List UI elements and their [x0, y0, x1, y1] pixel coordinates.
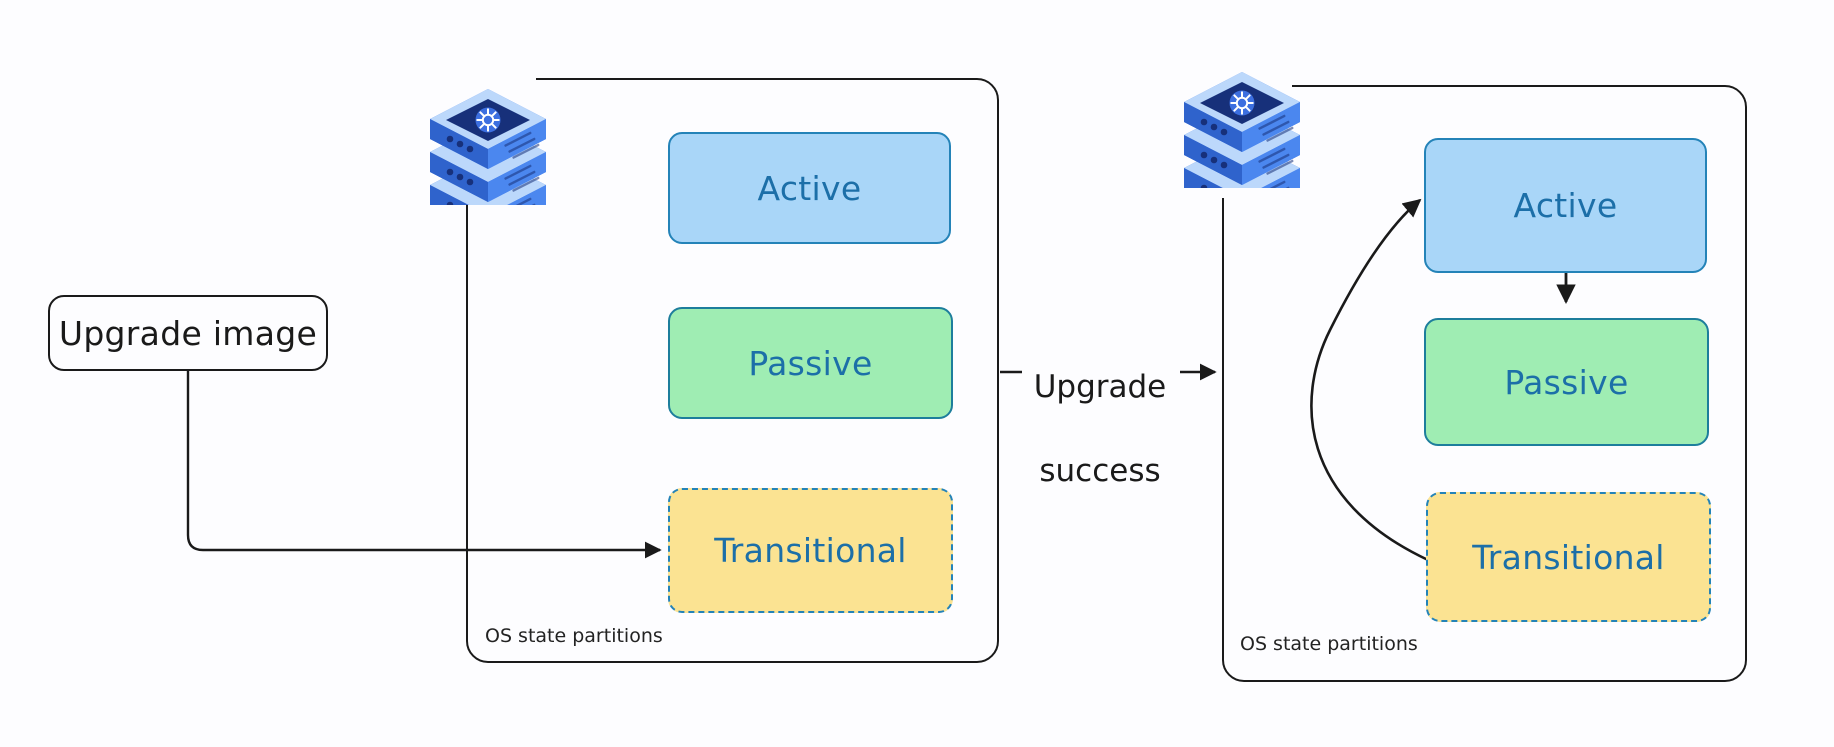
upgrade-image-node[interactable]: Upgrade image	[48, 295, 328, 371]
state-box-active-after[interactable]: Active	[1424, 138, 1707, 273]
upgrade-success-line-1: Upgrade	[1033, 368, 1167, 405]
os-state-partitions-frame-after	[1222, 85, 1747, 682]
os-state-partitions-frame-before	[466, 78, 999, 663]
upgrade-success-label: Upgrade success	[1020, 325, 1180, 534]
state-box-passive-after[interactable]: Passive	[1424, 318, 1709, 446]
state-box-transitional-after[interactable]: Transitional	[1426, 492, 1711, 622]
state-box-transitional-before[interactable]: Transitional	[668, 488, 953, 613]
upgrade-success-line-2: success	[1039, 452, 1161, 489]
state-box-passive-before[interactable]: Passive	[668, 307, 953, 419]
state-box-label: Active	[757, 168, 862, 208]
state-box-active-before[interactable]: Active	[668, 132, 951, 244]
upgrade-image-label: Upgrade image	[58, 313, 318, 353]
state-box-label: Active	[1513, 186, 1618, 225]
state-box-label: Transitional	[1472, 537, 1665, 577]
server-stack-kubernetes-icon-after	[1172, 38, 1312, 218]
server-stack-kubernetes-icon-before	[418, 55, 558, 235]
state-box-label: Passive	[1504, 362, 1629, 402]
state-box-label: Passive	[748, 343, 873, 383]
os-state-partitions-label-after: OS state partitions	[1240, 633, 1418, 655]
state-box-label: Transitional	[714, 531, 907, 570]
os-state-partitions-label-before: OS state partitions	[485, 625, 663, 647]
